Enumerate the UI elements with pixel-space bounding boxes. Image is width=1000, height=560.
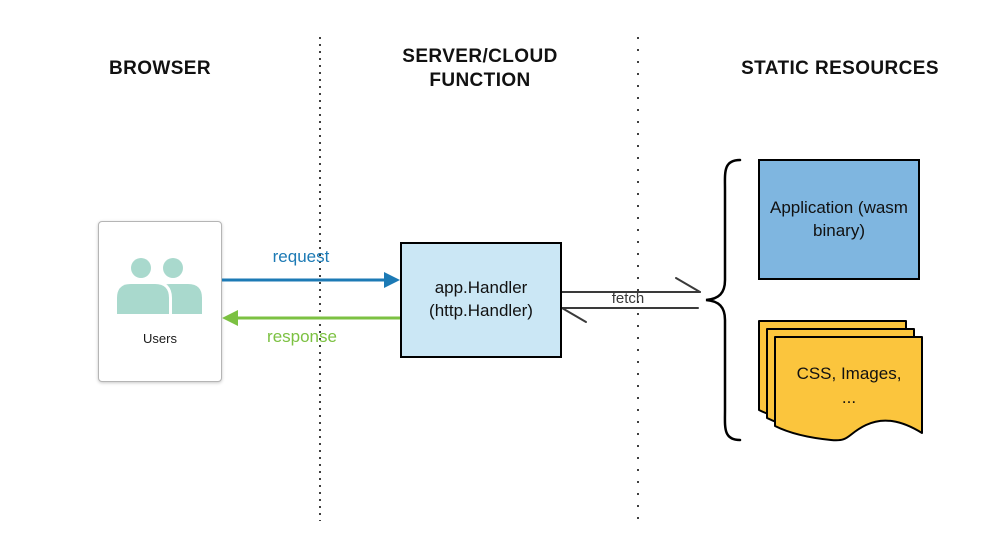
fetch-arrows: [561, 277, 701, 323]
documents-label: CSS, Images, ...: [783, 362, 915, 410]
users-label: Users: [143, 331, 177, 346]
handler-label-line1: app.Handler: [434, 278, 528, 298]
application-label: Application (wasm binary): [770, 198, 908, 240]
response-arrowhead: [222, 310, 238, 326]
request-label: request: [272, 247, 330, 266]
grouping-brace: [705, 158, 742, 442]
documents-label-line1: CSS, Images,: [796, 364, 902, 383]
response-label: response: [267, 327, 337, 346]
request-arrowhead: [384, 272, 400, 288]
handler-label-line2: (http.Handler): [429, 301, 533, 320]
request-arrow: [222, 272, 400, 288]
document-shape-front: [774, 336, 923, 442]
users-card: Users: [98, 221, 222, 382]
response-arrow: [222, 310, 400, 326]
lane-title-browser: BROWSER: [108, 58, 212, 79]
application-box: Application (wasm binary): [758, 159, 920, 280]
fetch-arrowhead-left: [561, 307, 587, 323]
person-body-front: [117, 284, 169, 314]
handler-box: app.Handler (http.Handler): [400, 242, 562, 358]
person-head-front: [131, 258, 151, 278]
fetch-arrowhead-right: [675, 277, 701, 293]
lane-separator-right: [637, 37, 639, 521]
person-head-back: [163, 258, 183, 278]
documents-stack: [758, 320, 923, 442]
lane-title-static-resources: STATIC RESOURCES: [741, 58, 939, 79]
documents-label-line2: ...: [841, 387, 857, 407]
fetch-label: fetch: [611, 290, 645, 307]
people-icon: [112, 257, 208, 317]
lane-title-server: SERVER/CLOUD FUNCTION: [402, 46, 558, 91]
